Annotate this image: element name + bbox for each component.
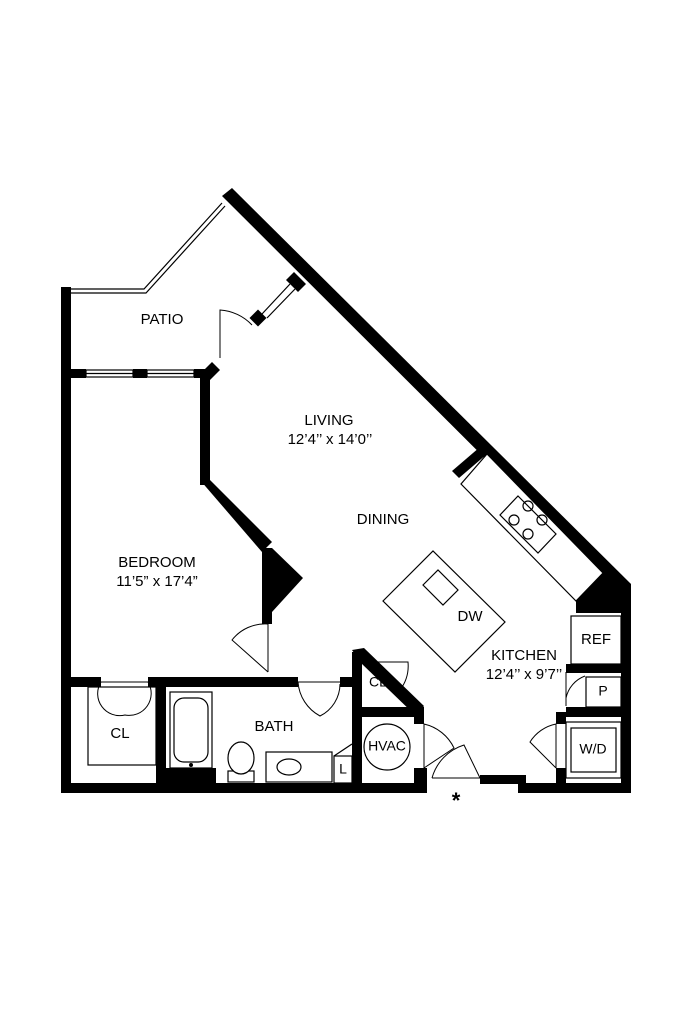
bath-fixtures bbox=[169, 691, 353, 784]
bedroom-label: BEDROOM bbox=[118, 554, 196, 571]
kitchen-counter bbox=[460, 453, 604, 602]
patio-railing bbox=[71, 202, 226, 294]
kitchen-fixtures bbox=[382, 453, 622, 779]
entry-door bbox=[431, 744, 481, 779]
kitchen-island bbox=[382, 550, 506, 673]
pantry bbox=[585, 676, 622, 708]
dishwasher-label: DW bbox=[458, 608, 484, 625]
windows bbox=[85, 283, 296, 378]
misc-fixtures bbox=[87, 686, 411, 771]
walls bbox=[61, 188, 631, 793]
linen-cabinet bbox=[333, 755, 353, 784]
bath-door bbox=[297, 681, 341, 717]
laundry-door bbox=[529, 723, 557, 769]
bedroom-closet-shelf bbox=[87, 686, 157, 766]
hvac-unit bbox=[363, 723, 411, 771]
washer-dryer bbox=[565, 721, 622, 779]
bedroom-size: 11’5” x 17’4” bbox=[116, 573, 197, 590]
patio-door bbox=[219, 309, 253, 358]
linen-label: L bbox=[339, 761, 347, 777]
washer-dryer-label: W/D bbox=[579, 741, 606, 757]
bedroom-door bbox=[231, 623, 269, 673]
sink bbox=[422, 569, 459, 606]
doors bbox=[97, 309, 586, 779]
pantry-door bbox=[565, 672, 586, 706]
kitchen-label: KITCHEN bbox=[491, 647, 557, 664]
hvac-door bbox=[423, 723, 455, 769]
hall-closet-door bbox=[366, 661, 409, 691]
bedroom-closet-door bbox=[97, 681, 152, 717]
hall-closet-label: CL bbox=[369, 674, 387, 690]
refrigerator-label: REF bbox=[581, 631, 611, 648]
cooktop bbox=[499, 495, 557, 554]
pantry-label: P bbox=[598, 683, 607, 699]
refrigerator bbox=[570, 615, 622, 665]
room-labels: PATIO LIVING 12’4’’ x 14’0’’ DINING BEDR… bbox=[110, 311, 611, 813]
bedroom-closet-label: CL bbox=[110, 725, 129, 742]
dining-label: DINING bbox=[357, 511, 410, 528]
living-size: 12’4’’ x 14’0’’ bbox=[288, 431, 373, 448]
hvac-label: HVAC bbox=[368, 738, 406, 754]
living-label: LIVING bbox=[304, 412, 353, 429]
kitchen-size: 12’4’’ x 9’7’’ bbox=[486, 666, 562, 683]
entry-marker: * bbox=[452, 788, 461, 813]
bath-label: BATH bbox=[255, 718, 294, 735]
patio-label: PATIO bbox=[141, 311, 184, 328]
